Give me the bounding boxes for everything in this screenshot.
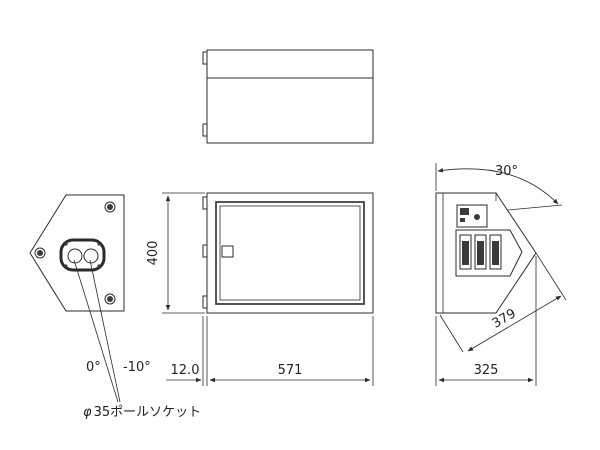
angle-label: 30°	[495, 164, 518, 179]
height-label: 400	[146, 241, 161, 266]
pole-socket-0	[67, 248, 83, 264]
front-view	[202, 192, 374, 314]
top-view	[202, 49, 374, 144]
pole-socket-minus10	[83, 248, 99, 264]
diagonal-label: 379	[490, 306, 519, 331]
angle-dimension: 30°	[435, 163, 563, 211]
rear-view	[29, 194, 125, 403]
socket-caption-text: 35ポールソケット	[94, 405, 202, 420]
front-logo-badge	[221, 245, 234, 258]
angle-0-label: 0°	[86, 360, 101, 375]
side-depth-dimension: 325	[435, 256, 537, 386]
angle-minus10-label: -10°	[123, 360, 151, 375]
depth-label: 12.0	[171, 363, 200, 378]
side-depth-label: 325	[474, 363, 499, 378]
phi-symbol: φ	[83, 405, 92, 420]
pole-socket-plate	[59, 238, 106, 272]
width-dimension: 12.0 571	[166, 316, 374, 386]
side-view	[435, 192, 537, 314]
height-dimension: 400	[146, 192, 205, 314]
width-label: 571	[278, 363, 303, 378]
